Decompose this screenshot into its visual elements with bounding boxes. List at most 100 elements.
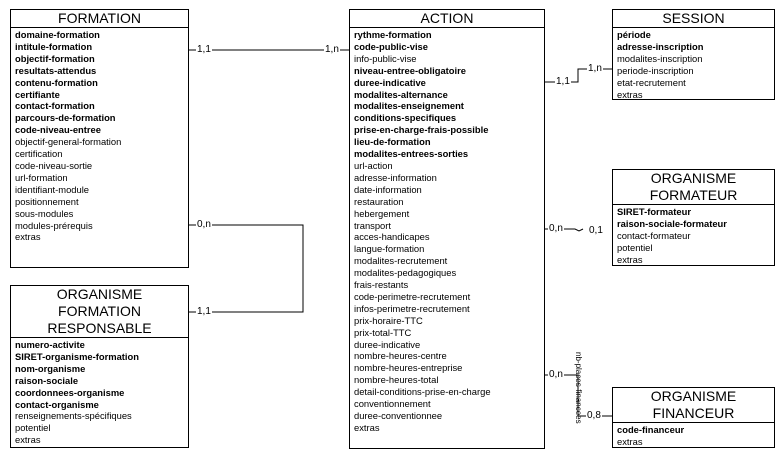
attribute-item: potentiel xyxy=(15,422,51,434)
attribute-item: code-public-vise xyxy=(354,40,428,52)
cardinality-action-formateur-right: 0,1 xyxy=(588,225,604,237)
attribute-item: parcours-de-formation xyxy=(15,112,116,124)
attribute-item: detail-conditions-prise-en-charge xyxy=(354,386,491,398)
attribute-item: modules-prérequis xyxy=(15,219,93,231)
cardinality-formation-responsable-top: 0,n xyxy=(196,219,212,231)
attribute-item: contact-formation xyxy=(15,100,95,112)
attribute-item: nombre-heures-centre xyxy=(354,350,447,362)
attribute-item: renseignements-spécifiques xyxy=(15,410,132,422)
attribute-item: conditions-specifiques xyxy=(354,112,457,124)
attribute-item: duree-indicative xyxy=(354,76,426,88)
cardinality-action-session-left: 1,1 xyxy=(555,76,571,88)
entity-title: FORMATION xyxy=(11,10,188,28)
attribute-item: hebergement xyxy=(354,207,410,219)
attribute-item: date-information xyxy=(354,183,422,195)
attribute-item: contact-organisme xyxy=(15,398,99,410)
attribute-item: raison-sociale-formateur xyxy=(617,217,727,229)
attribute-item: domaine-formation xyxy=(15,29,100,40)
attribute-item: prix-total-TTC xyxy=(354,326,412,338)
attribute-item: transport xyxy=(354,219,391,231)
cardinality-action-financeur-right: 0,8 xyxy=(586,410,602,422)
attribute-item: infos-perimetre-recrutement xyxy=(354,302,470,314)
attribute-item: sous-modules xyxy=(15,207,74,219)
attribute-item: modalites-enseignement xyxy=(354,100,464,112)
attribute-item: contact-formateur xyxy=(617,229,691,241)
attribute-item: acces-handicapes xyxy=(354,231,430,243)
entity-title: SESSION xyxy=(613,10,774,28)
attribute-item: nombre-heures-total xyxy=(354,374,439,386)
attribute-item: extras xyxy=(617,88,643,100)
attribute-item: période xyxy=(617,29,651,40)
attribute-item: potentiel xyxy=(617,241,653,253)
attribute-item: etat-recrutement xyxy=(617,76,686,88)
attribute-item: nombre-heures-entreprise xyxy=(354,362,463,374)
attribute-item: nom-organisme xyxy=(15,362,86,374)
attribute-item: modalites-pedagogiques xyxy=(354,267,457,279)
attribute-item: niveau-entree-obligatoire xyxy=(354,64,467,76)
attribute-item: code-niveau-sortie xyxy=(15,159,93,171)
entity-title: ORGANISME FORMATEUR xyxy=(613,170,774,205)
attribute-item: extras xyxy=(617,435,643,447)
entity-title: ACTION xyxy=(350,10,544,28)
attribute-item: code-financeur xyxy=(617,424,685,435)
attribute-item: raison-sociale xyxy=(15,374,79,386)
attribute-item: restauration xyxy=(354,195,404,207)
attribute-item: duree-indicative xyxy=(354,338,421,350)
link-formation-responsable xyxy=(189,224,304,313)
attribute-item: modalites-alternance xyxy=(354,88,448,100)
attribute-item: url-action xyxy=(354,159,393,171)
attribute-item: resultats-attendus xyxy=(15,64,97,76)
attribute-item: url-formation xyxy=(15,171,68,183)
attribute-item: modalites-entrees-sorties xyxy=(354,148,469,160)
attribute-item: modalites-inscription xyxy=(617,52,703,64)
attribute-item: code-perimetre-recrutement xyxy=(354,290,471,302)
attribute-item: extras xyxy=(15,231,41,243)
attribute-item: certifiante xyxy=(15,88,60,100)
cardinality-formation-action-left: 1,1 xyxy=(196,44,212,56)
cardinality-formation-responsable-bottom: 1,1 xyxy=(196,306,212,318)
attribute-item: prix-horaire-TTC xyxy=(354,314,423,326)
attribute-item: frais-restants xyxy=(354,279,409,291)
attribute-item: SIRET-formateur xyxy=(617,206,691,217)
attribute-item: objectif-general-formation xyxy=(15,136,122,148)
cardinality-formation-action-right: 1,n xyxy=(324,44,340,56)
attribute-item: numero-activite xyxy=(15,339,85,350)
cardinality-action-formateur-left: 0,n xyxy=(548,223,564,235)
attribute-item: periode-inscription xyxy=(617,64,694,76)
attribute-item: modalites-recrutement xyxy=(354,255,448,267)
attribute-item: adresse-information xyxy=(354,171,437,183)
attribute-item: lieu-de-formation xyxy=(354,136,431,148)
attribute-item: extras xyxy=(617,253,643,265)
attribute-item: contenu-formation xyxy=(15,76,98,88)
attribute-item: objectif-formation xyxy=(15,52,95,64)
cardinality-action-session-right: 1,n xyxy=(587,63,603,75)
attribute-item: certification xyxy=(15,148,63,160)
attribute-item: conventionnement xyxy=(354,398,431,410)
attribute-item: SIRET-organisme-formation xyxy=(15,350,139,362)
entity-organisme-formation-responsable: ORGANISME FORMATION RESPONSABLE numero-a… xyxy=(10,285,189,448)
relation-label-nb-places-financees: nb-places-financees xyxy=(574,352,583,424)
attribute-item: langue-formation xyxy=(354,243,425,255)
attribute-item: coordonnees-organisme xyxy=(15,386,125,398)
attribute-item: extras xyxy=(354,421,380,433)
attribute-item: identifiant-module xyxy=(15,183,90,195)
attribute-item: extras xyxy=(15,434,41,446)
attribute-item: prise-en-charge-frais-possible xyxy=(354,124,489,136)
cardinality-action-financeur-left: 0,n xyxy=(548,369,564,381)
attribute-item: adresse-inscription xyxy=(617,40,704,52)
attribute-item: duree-conventionnee xyxy=(354,410,443,421)
entity-title: ORGANISME FORMATION RESPONSABLE xyxy=(11,286,188,338)
attribute-item: rythme-formation xyxy=(354,29,432,40)
attribute-item: info-public-vise xyxy=(354,52,417,64)
attribute-item: intitule-formation xyxy=(15,40,93,52)
